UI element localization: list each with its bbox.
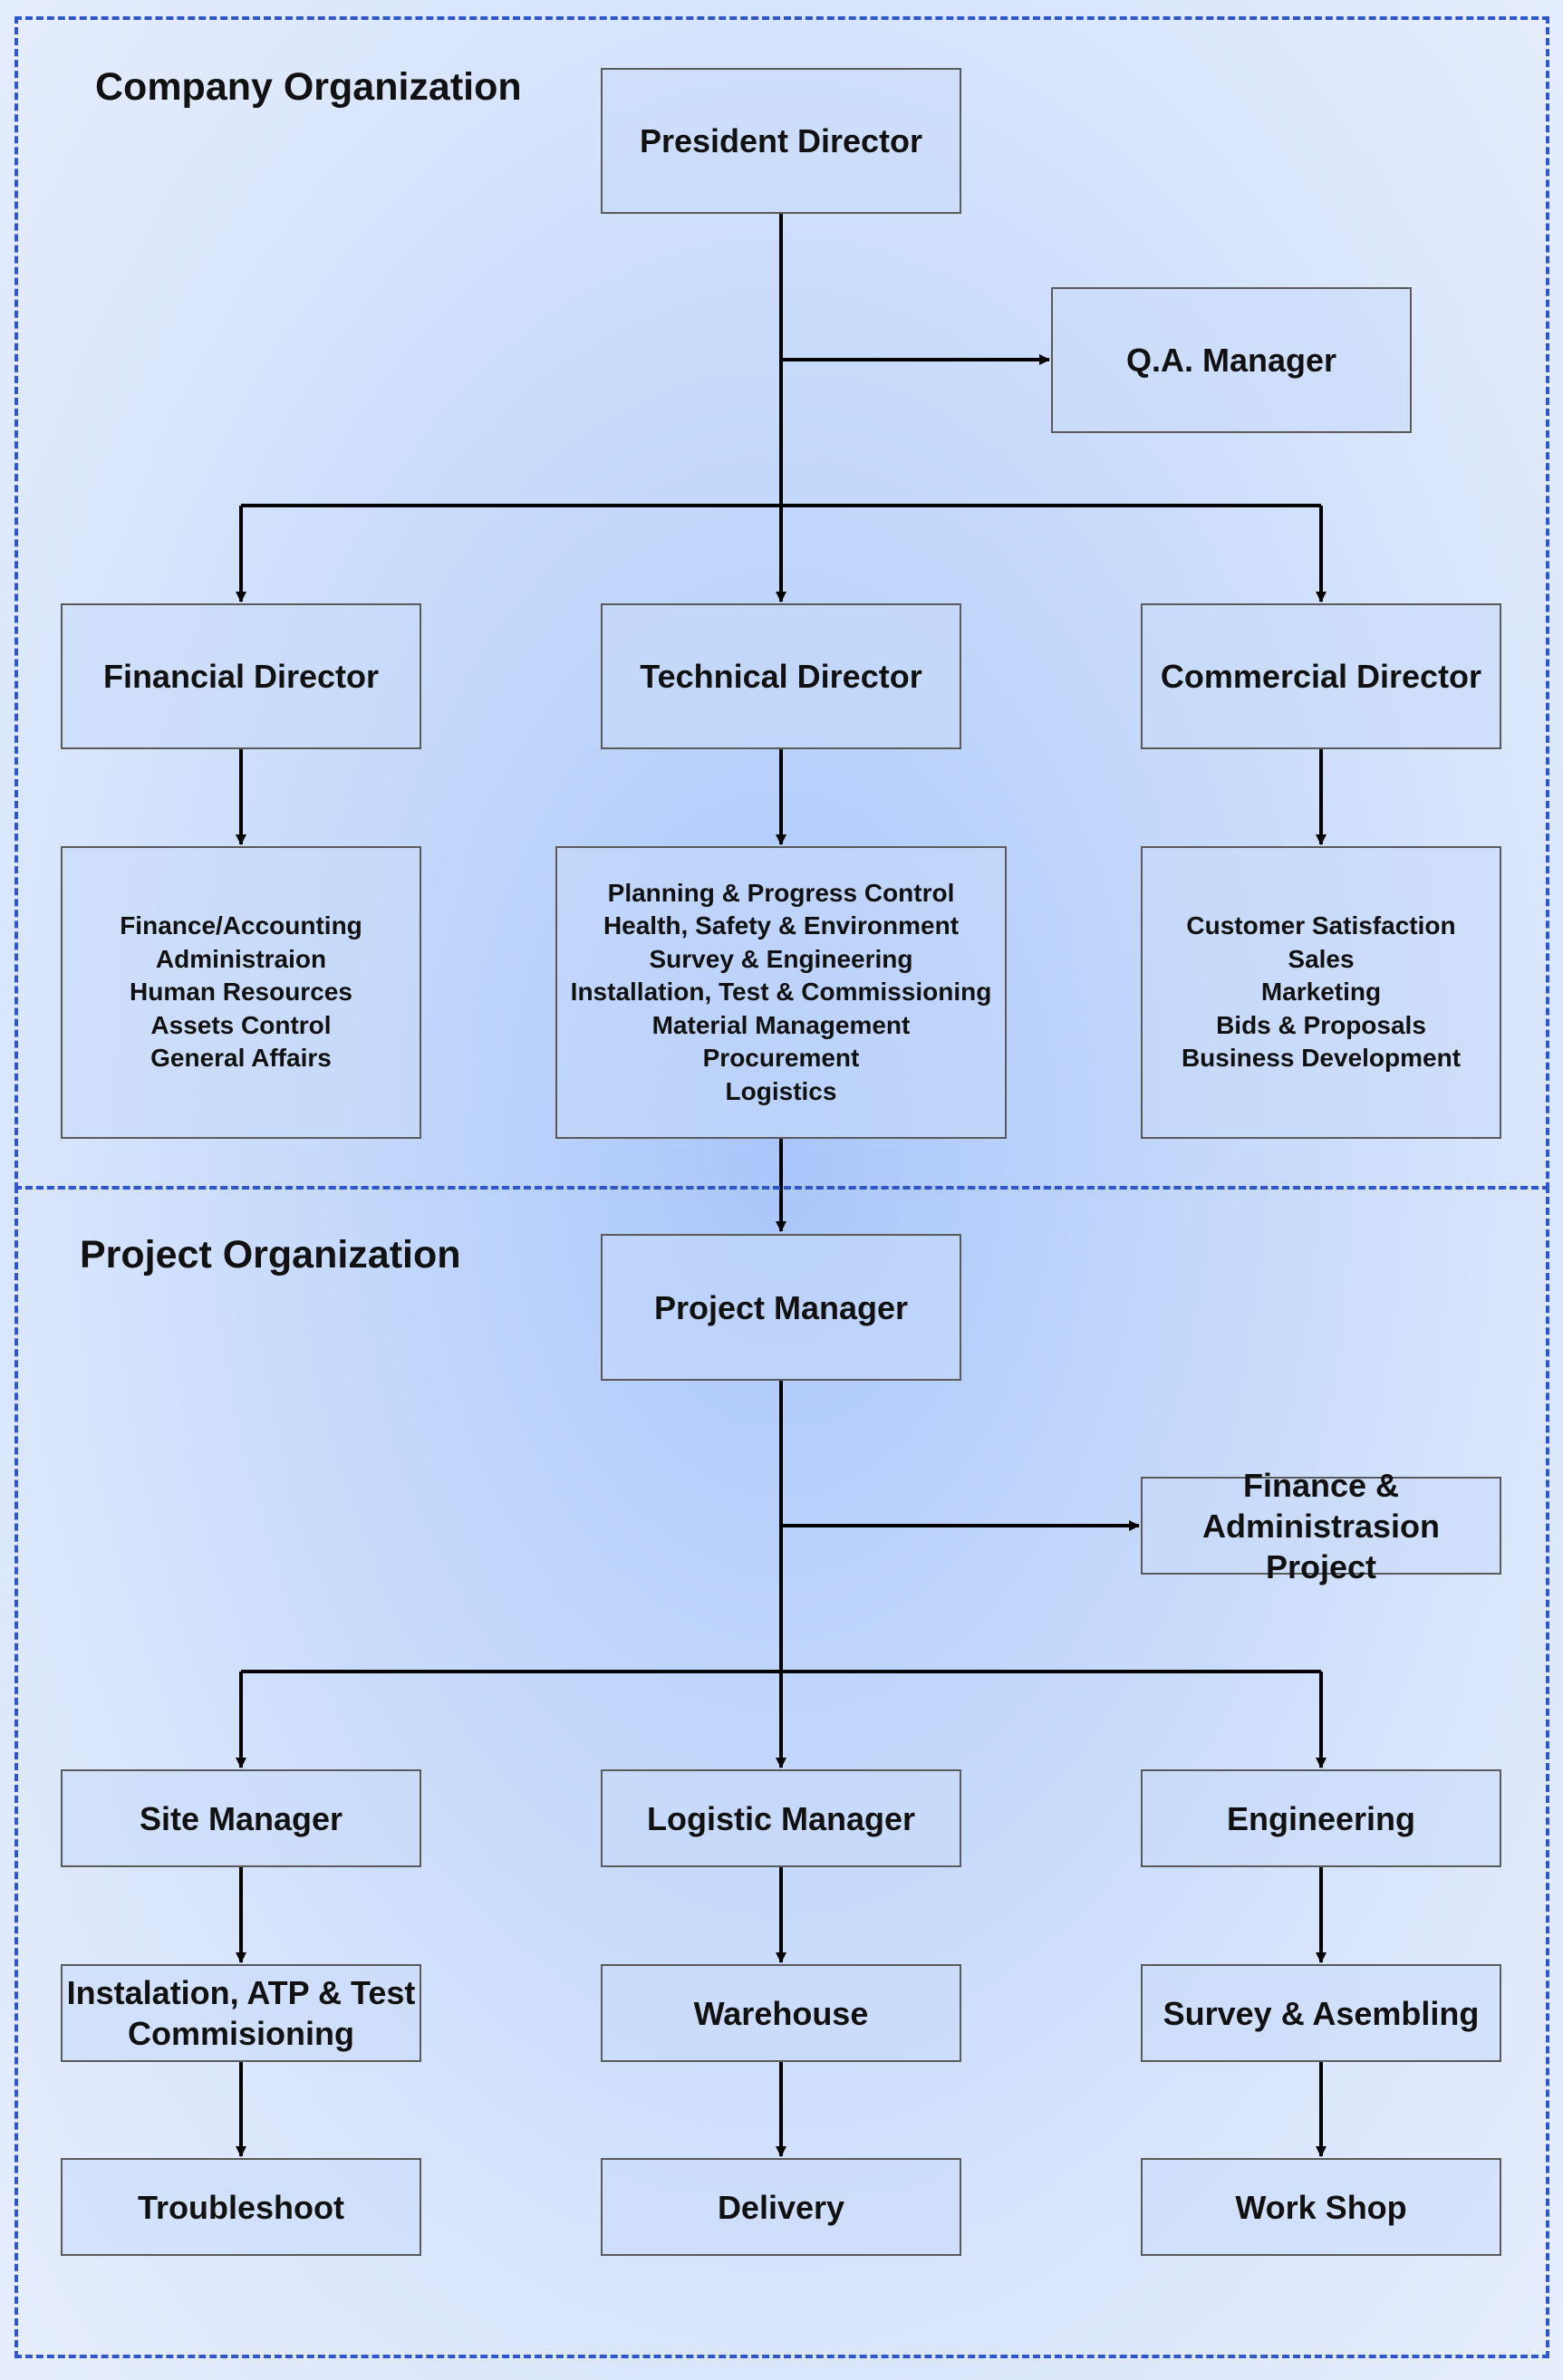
work-shop-label: Work Shop <box>1235 2188 1407 2226</box>
work-shop-box: Work Shop <box>1141 2158 1501 2256</box>
technical-units-list: Planning & Progress Control Health, Safe… <box>570 878 992 1105</box>
financial-director-label: Financial Director <box>102 658 380 695</box>
warehouse-box: Warehouse <box>601 1964 961 2062</box>
delivery-label: Delivery <box>717 2188 845 2226</box>
financial-director-box: Financial Director <box>61 603 421 749</box>
site-manager-box: Site Manager <box>61 1769 421 1867</box>
commercial-director-label: Commercial Director <box>1160 658 1482 695</box>
commercial-units-box: Customer Satisfaction Sales Marketing Bi… <box>1141 846 1501 1139</box>
technical-director-label: Technical Director <box>640 658 922 695</box>
engineering-label: Engineering <box>1226 1799 1416 1837</box>
financial-units-box: Finance/Accounting Administraion Human R… <box>61 846 421 1139</box>
technical-units-box: Planning & Progress Control Health, Safe… <box>555 846 1007 1139</box>
engineering-box: Engineering <box>1141 1769 1501 1867</box>
project-organization-frame <box>14 1186 1549 2358</box>
survey-assembling-box: Survey & Asembling <box>1141 1964 1501 2062</box>
commercial-units-list: Customer Satisfaction Sales Marketing Bi… <box>1181 911 1462 1073</box>
logistic-manager-box: Logistic Manager <box>601 1769 961 1867</box>
company-organization-title: Company Organization <box>95 65 522 109</box>
finance-admin-project-box: Finance & Administrasion Project <box>1141 1467 1501 1585</box>
project-manager-box: Project Manager <box>601 1234 961 1381</box>
qa-manager-label: Q.A. Manager <box>1125 342 1337 379</box>
logistic-manager-label: Logistic Manager <box>646 1799 916 1837</box>
president-director-label: President Director <box>639 122 923 159</box>
troubleshoot-label: Troubleshoot <box>138 2188 344 2226</box>
technical-director-box: Technical Director <box>601 603 961 749</box>
troubleshoot-box: Troubleshoot <box>61 2158 421 2256</box>
survey-assembling-label: Survey & Asembling <box>1163 1994 1480 2032</box>
project-manager-label: Project Manager <box>653 1288 909 1326</box>
delivery-box: Delivery <box>601 2158 961 2256</box>
president-director-box: President Director <box>601 68 961 214</box>
installation-atp-label: Instalation, ATP & Test Commisioning <box>66 1974 416 2052</box>
project-organization-title: Project Organization <box>80 1233 461 1277</box>
installation-atp-box: Instalation, ATP & Test Commisioning <box>61 1964 421 2062</box>
finance-admin-project-label: Finance & Administrasion Project <box>1201 1466 1441 1585</box>
warehouse-label: Warehouse <box>693 1994 869 2032</box>
site-manager-label: Site Manager <box>139 1799 343 1837</box>
commercial-director-box: Commercial Director <box>1141 603 1501 749</box>
financial-units-list: Finance/Accounting Administraion Human R… <box>120 911 362 1073</box>
qa-manager-box: Q.A. Manager <box>1051 287 1412 433</box>
